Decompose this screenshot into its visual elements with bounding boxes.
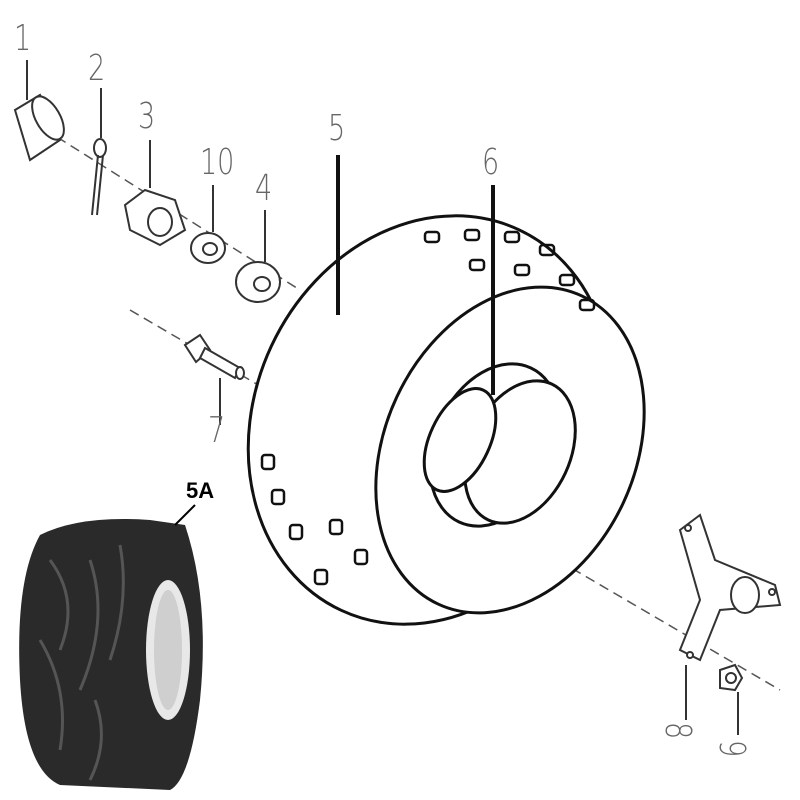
part-5a-tire-photo [19, 519, 203, 790]
part-2-cotter-pin [91, 138, 107, 216]
label-part-6: 6 [482, 142, 500, 183]
part-1-sleeve [13, 93, 65, 162]
label-part-5: 5 [328, 108, 346, 149]
part-4-washer [235, 261, 281, 303]
tire-tread-blocks [260, 228, 596, 586]
label-part-4: 4 [255, 168, 273, 209]
leader-5a [174, 504, 196, 526]
label-part-1: 1 [14, 18, 32, 59]
label-part-3: 3 [138, 96, 156, 137]
part-10-washer [190, 232, 226, 264]
part-9-nut [719, 663, 744, 692]
label-part-2: 2 [88, 48, 106, 89]
part-8-hub [678, 513, 782, 662]
label-part-9: 9 [711, 740, 752, 758]
part-3-castle-nut [123, 188, 187, 247]
label-part-7: 7 [208, 410, 226, 451]
label-part-5a: 5A [186, 478, 215, 503]
part-7-bolt [183, 333, 245, 380]
label-part-10: 10 [200, 142, 235, 183]
label-part-8: 8 [657, 722, 698, 740]
part-5-tire [246, 214, 646, 626]
